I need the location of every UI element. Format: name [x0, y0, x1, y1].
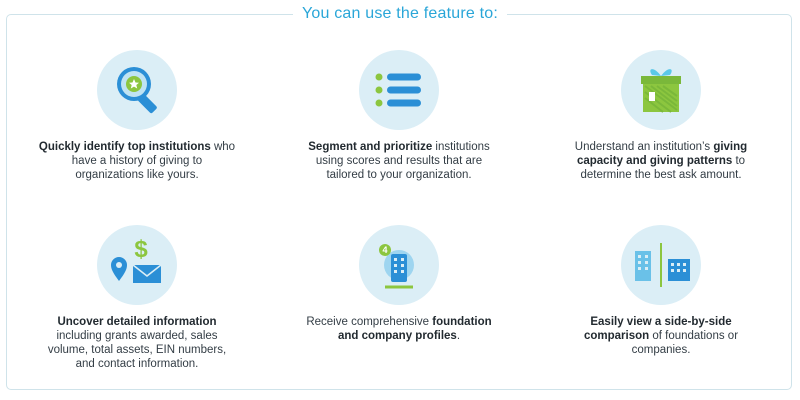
building-profile-icon: 4	[359, 225, 439, 305]
magnifier-star-icon	[97, 50, 177, 130]
profile-count-badge: 4	[382, 245, 388, 255]
feature-identify-institutions: Quickly identify top institutions who ha…	[6, 40, 268, 215]
feature-giving-capacity: Understand an institution’s giving capac…	[530, 40, 792, 215]
feature-description: Easily view a side-by-side comparison of…	[583, 316, 739, 356]
feature-grid: Quickly identify top institutions who ha…	[6, 40, 792, 390]
svg-text:$: $	[134, 236, 148, 263]
side-by-side-buildings-icon	[621, 225, 701, 305]
feature-side-by-side: Easily view a side-by-side comparison of…	[530, 215, 792, 390]
feature-comprehensive-profiles: 4 Receive comprehensive foundation and c…	[268, 215, 530, 390]
section-heading: You can use the feature to:	[0, 4, 800, 24]
feature-description: Segment and prioritize institutions usin…	[308, 141, 490, 181]
map-pin-dollar-envelope-icon: $	[97, 225, 177, 305]
feature-uncover-information: $ Uncover detailed information including…	[6, 215, 268, 390]
feature-description: Understand an institution’s giving capac…	[574, 141, 748, 181]
feature-description: Quickly identify top institutions who ha…	[38, 141, 236, 181]
bullet-list-icon	[359, 50, 439, 130]
feature-description: Receive comprehensive foundation and com…	[306, 316, 492, 342]
feature-segment-prioritize: Segment and prioritize institutions usin…	[268, 40, 530, 215]
gift-box-icon	[621, 50, 701, 130]
feature-description: Uncover detailed information including g…	[47, 316, 227, 370]
